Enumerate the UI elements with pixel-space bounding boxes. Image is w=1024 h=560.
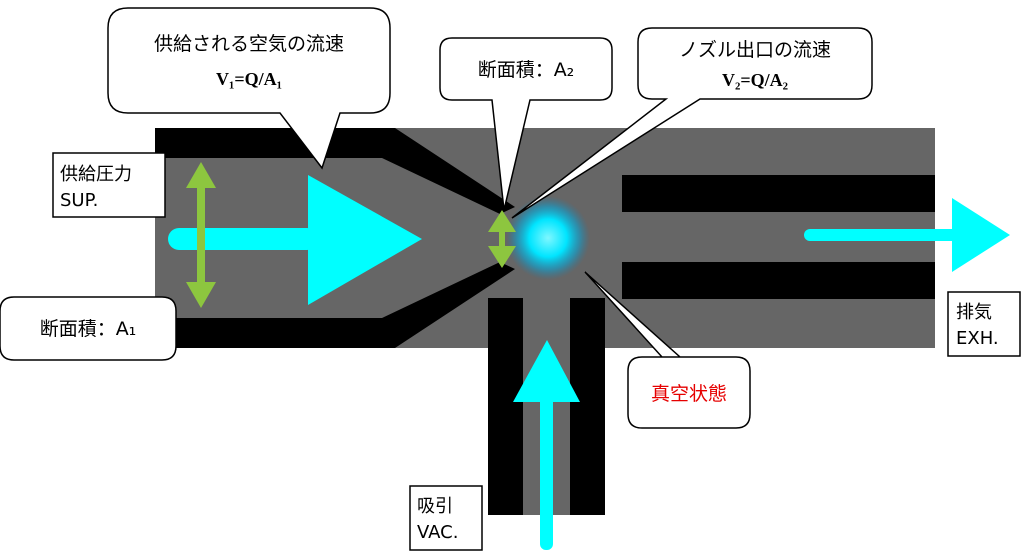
- port-vacuum: 吸引 VAC.: [409, 485, 483, 551]
- supply-velocity-title: 供給される空気の流速: [154, 33, 344, 55]
- callout-inlet-area: 断面積：A₁: [0, 296, 177, 361]
- flow-arrows: [168, 175, 1010, 550]
- supply-label-ja: 供給圧力: [60, 164, 132, 185]
- nozzle-velocity-title: ノズル出口の流速: [679, 39, 831, 61]
- exhaust-label-en: EXH.: [956, 328, 999, 349]
- vacuum-label-en: VAC.: [417, 522, 458, 543]
- callout-nozzle-velocity: ノズル出口の流速 V₂=Q/A₂: [511, 27, 873, 219]
- port-exhaust: 排気 EXH.: [947, 291, 1021, 357]
- callout-vacuum-state: 真空状態: [584, 271, 751, 429]
- vacuum-state-label: 真空状態: [651, 383, 727, 405]
- nozzle-velocity-formula: V₂=Q/A₂: [722, 70, 788, 90]
- nozzle-walls: [155, 128, 935, 515]
- callout-supply-velocity: 供給される空気の流速 V₁=Q/A₁: [107, 7, 391, 170]
- inlet-area-label: 断面積：A₁: [40, 318, 137, 340]
- callout-nozzle-area: 断面積：A₂: [439, 37, 613, 211]
- supply-velocity-formula: V₁=Q/A₁: [216, 69, 282, 89]
- vacuum-glow: [506, 196, 590, 280]
- supply-label-en: SUP.: [60, 190, 98, 211]
- dimension-arrows: [186, 162, 516, 308]
- port-supply: 供給圧力 SUP.: [52, 152, 166, 218]
- vacuum-label-ja: 吸引: [417, 496, 453, 517]
- nozzle-area-label: 断面積：A₂: [478, 59, 575, 81]
- exhaust-label-ja: 排気: [956, 302, 992, 323]
